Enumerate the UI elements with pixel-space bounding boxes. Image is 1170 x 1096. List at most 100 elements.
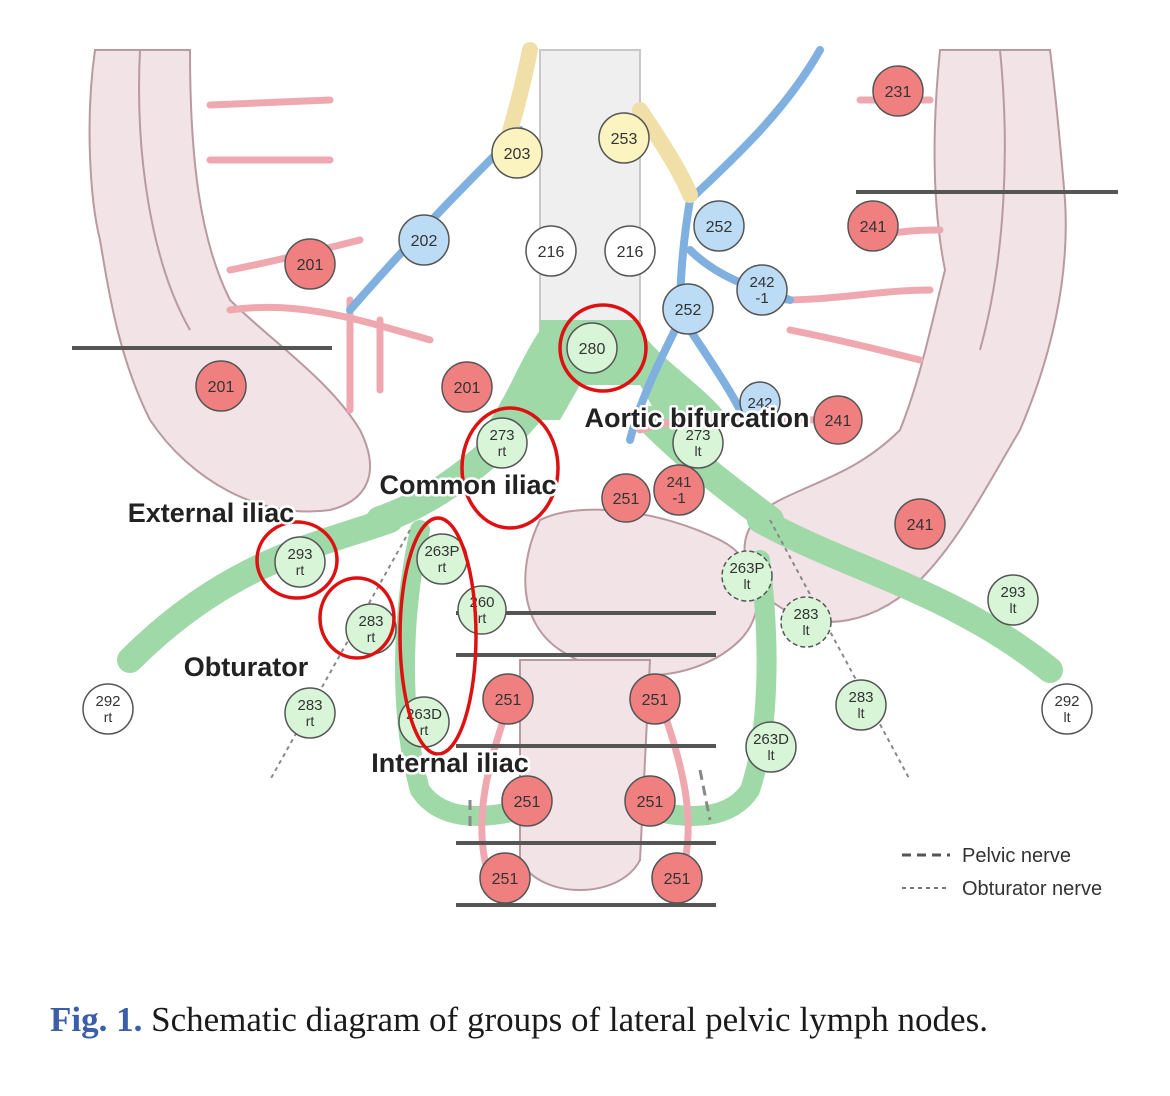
node-sublabel: lt (768, 747, 775, 763)
node-251: 251 (482, 673, 534, 725)
region-labels: Aortic bifurcation Common iliac External… (125, 401, 812, 781)
node-241-1: 241-1 (653, 464, 705, 516)
right-common-iliac (366, 386, 554, 534)
legend: Pelvic nerve Obturator nerve (902, 845, 1102, 900)
node-label: 201 (454, 380, 481, 397)
label-obturator: Obturator (184, 652, 309, 682)
node-label: 251 (492, 871, 519, 888)
node-label: 263D (753, 731, 789, 748)
mesenteric-arcades (206, 96, 944, 884)
node-251: 251 (601, 473, 651, 523)
node-242: 242 (739, 381, 781, 423)
label-internal-iliac: Internal iliac (371, 748, 529, 778)
node-251: 251 (629, 673, 681, 725)
node-label: 273 (685, 427, 710, 444)
node-sublabel: lt (858, 705, 865, 721)
node-241: 241 (813, 395, 863, 445)
node-label: 292 (95, 693, 120, 710)
node-label: 201 (297, 257, 324, 274)
arcade-right-4 (786, 326, 924, 364)
node-label: 251 (642, 692, 669, 709)
legend-pelvic-nerve: Pelvic nerve (962, 845, 1071, 867)
node-216-right: 216 (604, 225, 656, 277)
node-label: 241 (860, 219, 887, 236)
node-label: 241 (666, 474, 691, 491)
node-label: 242 (747, 395, 772, 412)
right-external-iliac (117, 507, 403, 673)
node-sublabel: rt (478, 610, 487, 626)
right-internal-iliac (395, 520, 530, 826)
node-253: 253 (598, 112, 650, 164)
node-label: 202 (411, 233, 438, 250)
node-label: 283 (793, 606, 818, 623)
node-label: 251 (613, 491, 640, 508)
node-label: 292 (1054, 693, 1079, 710)
node-251: 251 (651, 852, 703, 904)
left-external-iliac (747, 507, 1063, 683)
figure-caption: Fig. 1. Schematic diagram of groups of l… (50, 1000, 1130, 1040)
node-label: 251 (664, 871, 691, 888)
vein-lower-2 (686, 326, 744, 414)
highlight-283-rt (318, 576, 396, 660)
node-sublabel: lt (695, 443, 702, 459)
node-label: 253 (611, 131, 638, 148)
left-internal-iliac (640, 550, 777, 826)
label-aortic-bifurcation: Aortic bifurcation (584, 403, 809, 433)
node-label: 231 (885, 84, 912, 101)
node-sublabel: rt (420, 722, 429, 738)
node-label: 241 (825, 413, 852, 430)
highlight-280 (558, 303, 648, 393)
node-label: 263P (729, 560, 764, 577)
node-sublabel: lt (1064, 709, 1071, 725)
arcade-right-5 (636, 414, 834, 434)
label-common-iliac: Common iliac (379, 470, 556, 500)
node-sublabel: -1 (755, 290, 768, 307)
node-sublabel: lt (1010, 600, 1017, 616)
node-216-left: 216 (525, 225, 577, 277)
node-201: 201 (195, 360, 247, 412)
highlight-263-rt (398, 516, 478, 756)
lymph-node-diagram: 231 241 241 241 203 253 202 216 216 252 … (72, 42, 1118, 907)
node-label: 251 (495, 692, 522, 709)
node-label: 216 (538, 244, 565, 261)
node-252: 252 (662, 283, 714, 335)
node-202: 202 (398, 214, 450, 266)
colon-fold (138, 49, 191, 331)
node-label: 242 (749, 274, 774, 291)
node-label: 251 (514, 794, 541, 811)
ureter-right (632, 102, 698, 203)
node-sublabel: rt (104, 709, 113, 725)
node-241: 241 (847, 200, 899, 252)
node-label: 241 (907, 517, 934, 534)
node-251: 251 (624, 775, 676, 827)
node-label: 293 (1000, 584, 1025, 601)
left-pelvic-nerve (698, 769, 712, 821)
node-280: 280 (566, 322, 618, 374)
node-231: 231 (872, 65, 924, 117)
node-sublabel: rt (296, 562, 305, 578)
node-sublabel: rt (306, 713, 315, 729)
highlight-293-rt (255, 520, 339, 600)
node-251: 251 (501, 775, 553, 827)
node-label: 252 (675, 302, 702, 319)
caption-text: Schematic diagram of groups of lateral p… (142, 1000, 988, 1039)
ascending-colon (88, 49, 371, 513)
aorta-trunk (539, 49, 641, 331)
node-label: 251 (637, 794, 664, 811)
node-label: 216 (617, 244, 644, 261)
node-label: 283 (358, 613, 383, 630)
node-label: 201 (208, 379, 235, 396)
highlight-273-rt (460, 406, 560, 530)
